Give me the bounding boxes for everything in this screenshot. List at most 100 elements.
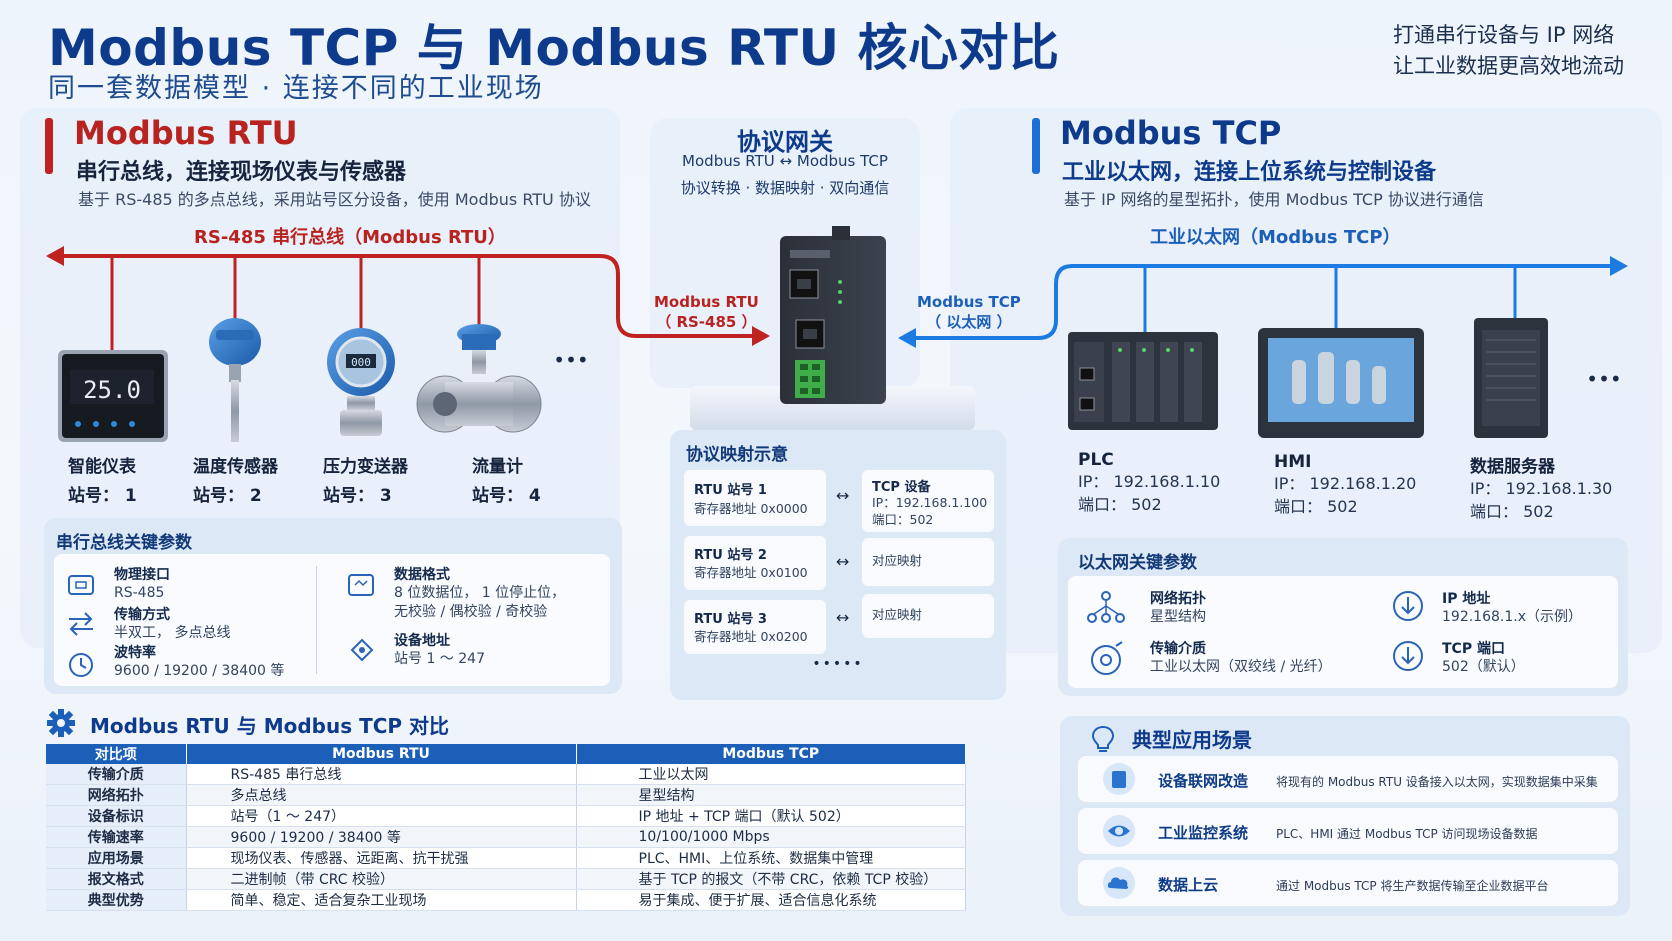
scenario-item: 设备联网改造 将现有的 Modbus RTU 设备接入以太网，实现数据集中采集 [1078,756,1618,802]
param-value: 9600 / 19200 / 38400 等 [114,663,285,679]
tcp-description: 基于 IP 网络的星型拓扑，使用 Modbus TCP 协议进行通信 [1064,190,1484,209]
device-port: 端口： 502 [1470,502,1554,521]
device-name: HMI [1274,452,1312,472]
gateway-rtu-label: Modbus RTU （ RS-485 ） [654,292,759,332]
table-cell: 报文格式 [46,868,187,890]
tcp-accent-bar [1032,118,1040,174]
page-subtitle: 同一套数据模型 · 连接不同的工业现场 [48,73,544,104]
device-name: PLC [1078,450,1114,470]
device-pressure-transmitter: 压力变送器 站号： 3 [323,452,408,506]
rtu-description: 基于 RS-485 的多点总线，采用站号区分设备，使用 Modbus RTU 协… [78,190,591,209]
table-cell: 传输速率 [46,826,187,848]
table-cell: RS-485 串行总线 [186,764,577,785]
param-label: 传输介质 [1150,641,1206,657]
cloud-upload-icon [1103,867,1135,899]
temperature-sensor-device [209,318,261,442]
param-topology: 网络拓扑 星型结构 [1150,588,1206,627]
device-temperature-sensor: 温度传感器 站号： 2 [193,452,278,506]
ip-address-icon [1393,591,1423,621]
device-ip: IP： 192.168.1.10 [1078,472,1221,491]
param-value: 8 位数据位， 1 位停止位， [394,585,566,601]
param-value: 工业以太网（双绞线 / 光纤） [1150,659,1332,675]
table-cell: 设备标识 [46,805,187,827]
mapping-rtu-2: RTU 站号 2 寄存器地址 0x0100 [684,536,826,590]
mapping-rtu-register: 寄存器地址 0x0000 [694,501,808,516]
mapping-tcp-1: TCP 设备 IP：192.168.1.100 端口：502 [862,470,994,532]
plc-device [1068,332,1218,430]
tcp-more-devices: ••• [1586,367,1621,391]
device-name: 流量计 [472,457,523,477]
table-cell: PLC、HMI、上位系统、数据集中管理 [576,847,966,869]
mapping-tcp-3: 对应映射 [862,594,994,638]
gateway-line-1: Modbus RTU ↔ Modbus TCP [682,152,888,170]
pressure-display: 000 [351,356,371,369]
tcp-port-icon [1393,641,1423,671]
params-divider [316,566,317,674]
device-name: 智能仪表 [68,457,136,477]
gear-icon [47,709,75,737]
table-cell: 网络拓扑 [46,784,187,806]
param-transfer: 传输方式 半双工， 多点总线 [114,604,230,643]
table-row: 典型优势 简单、稳定、适合复杂工业现场 易于集成、便于扩展、适合信息化系统 [46,889,966,911]
gateway-tcp-label-1: Modbus TCP [917,293,1021,311]
mapping-rtu-register: 寄存器地址 0x0200 [694,629,808,644]
param-label: 数据格式 [394,567,450,583]
gateway-device [690,226,975,430]
table-cell: 典型优势 [46,889,187,911]
slogan-line-1: 打通串行设备与 IP 网络 [1393,23,1615,47]
param-medium: 传输介质 工业以太网（双绞线 / 光纤） [1150,638,1332,677]
device-flow-meter: 流量计 站号： 4 [472,452,541,506]
transfer-icon [69,612,93,636]
mapping-title: 协议映射示意 [686,445,788,465]
device-ip: IP： 192.168.1.30 [1470,479,1613,498]
table-row: 应用场景 现场仪表、传感器、远距离、抗干扰强 PLC、HMI、上位系统、数据集中… [46,847,966,869]
param-label: TCP 端口 [1442,641,1505,657]
comparison-table-wrap: 对比项 Modbus RTU Modbus TCP 传输介质 RS-485 串行… [46,744,966,911]
tcp-params-body: 网络拓扑 星型结构 传输介质 工业以太网（双绞线 / 光纤） IP 地址 192… [1068,576,1618,688]
gateway-line-2: 协议转换 · 数据映射 · 双向通信 [680,179,890,197]
mapping-tcp-ip: IP：192.168.1.100 [872,495,988,510]
param-label: 波特率 [114,645,156,661]
baud-rate-icon [69,653,93,677]
mapping-rtu-station: RTU 站号 3 [694,612,767,627]
scenario-desc: 通过 Modbus TCP 将生产数据传输至企业数据平台 [1276,879,1549,893]
mapping-arrow-2: ↔ [836,552,850,571]
device-hmi: HMI IP： 192.168.1.20 端口： 502 [1274,452,1416,518]
scenario-name: 工业监控系统 [1158,824,1249,842]
ethernet-bus-label: 工业以太网（Modbus TCP） [1150,227,1401,248]
interface-icon [68,575,94,595]
gateway-tcp-label: Modbus TCP （ 以太网 ） [917,292,1021,332]
table-cell: 简单、稳定、适合复杂工业现场 [186,889,577,911]
device-port: 端口： 502 [1078,495,1162,514]
device-station: 站号： 2 [193,486,262,506]
gateway-title: 协议网关 [737,128,833,156]
mapping-rtu-3: RTU 站号 3 寄存器地址 0x0200 [684,600,826,654]
ethernet-bus-line [898,256,1628,348]
rtu-title: Modbus RTU [74,114,298,152]
device-port: 端口： 502 [1274,497,1358,516]
param-label: 网络拓扑 [1150,591,1206,607]
network-retrofit-icon [1103,763,1135,795]
slogan-line-2: 让工业数据更高效地流动 [1393,54,1624,78]
rtu-more-devices: ••• [553,348,588,372]
mapping-tcp-desc: 对应映射 [872,553,923,568]
table-cell: 星型结构 [576,784,966,806]
scenario-item: 工业监控系统 PLC、HMI 通过 Modbus TCP 访问现场设备数据 [1078,808,1618,854]
rtu-params-card: 串行总线关键参数 物理接口 RS-485 传输方式 半双工， 多点总线 波特率 … [44,518,622,694]
device-station: 站号： 1 [68,486,137,506]
rtu-heading: 串行总线，连接现场仪表与传感器 [76,160,407,185]
tcp-title: Modbus TCP [1060,114,1282,152]
mapping-tcp-device: TCP 设备 [872,480,931,495]
page-title: Modbus TCP 与 Modbus RTU 核心对比 [48,19,1060,77]
param-value: 半双工， 多点总线 [114,625,231,641]
device-name: 数据服务器 [1470,457,1555,477]
mapping-tcp-port: 端口：502 [872,512,934,527]
monitor-eye-icon [1103,815,1135,847]
mapping-rtu-station: RTU 站号 2 [694,548,767,563]
mapping-arrow-1: ↔ [836,486,850,505]
mapping-tcp-2: 对应映射 [862,538,994,586]
param-value: RS-485 [114,585,165,601]
scenario-desc: PLC、HMI 通过 Modbus TCP 访问现场设备数据 [1276,827,1538,841]
param-label: 传输方式 [114,607,170,623]
scenarios-card: 典型应用场景 设备联网改造 将现有的 Modbus RTU 设备接入以太网，实现… [1060,716,1630,916]
